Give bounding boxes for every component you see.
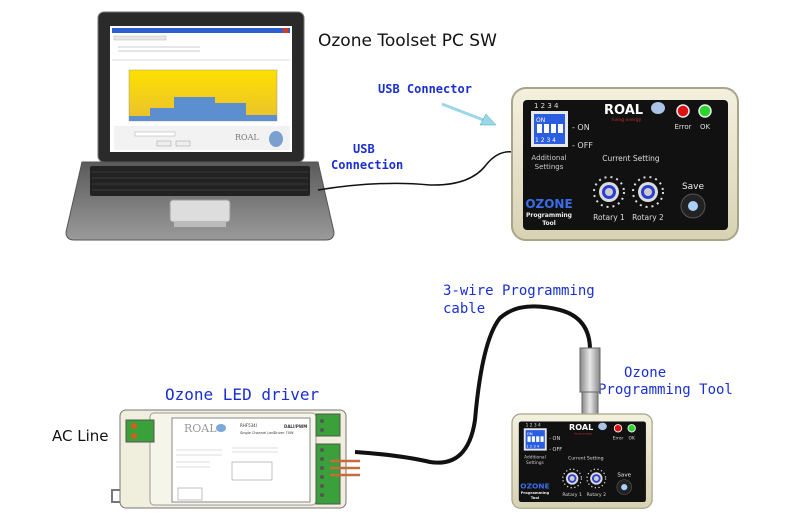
error-label: Error bbox=[613, 435, 624, 441]
cable-label-2: cable bbox=[443, 301, 485, 317]
programming-tool-large: 1 2 3 4 ON 1 2 3 4 - ON - OFF Additional… bbox=[511, 87, 739, 241]
led-driver-label: Ozone LED driver bbox=[165, 385, 319, 404]
driver-protocol: DALI/PWM bbox=[284, 424, 307, 429]
dip-bottom-numbers: 1 2 3 4 bbox=[526, 444, 540, 448]
usb-connection-label-2: Connection bbox=[331, 158, 403, 172]
rotary-2-label: Rotary 2 bbox=[632, 213, 664, 222]
save-button[interactable] bbox=[616, 479, 632, 495]
brand-tagline: living energy bbox=[574, 431, 592, 435]
brand-logo: ROAL bbox=[569, 423, 593, 432]
product-line-2: Tool bbox=[542, 220, 556, 227]
usb-connector-arrow bbox=[441, 102, 497, 126]
product-line-1: Programming bbox=[526, 212, 572, 219]
save-label: Save bbox=[617, 473, 631, 479]
product-name: OZONE bbox=[520, 481, 549, 490]
error-led-icon bbox=[676, 104, 690, 118]
save-button[interactable] bbox=[680, 193, 706, 219]
programming-tool-small: 1 2 3 4 ON 1 2 3 4 - ON - OFF Additional… bbox=[511, 413, 653, 509]
dip-switch[interactable] bbox=[523, 428, 547, 451]
dip-on-text: ON bbox=[527, 432, 533, 436]
current-setting-label: Current Setting bbox=[602, 154, 660, 163]
dip-numbers: 1 2 3 4 bbox=[534, 102, 559, 110]
brand-tagline: living energy bbox=[612, 117, 642, 123]
programming-cable bbox=[354, 304, 592, 465]
additional-settings-1: Additional bbox=[531, 154, 566, 162]
rotary-1-dial[interactable] bbox=[562, 468, 583, 489]
pc-software-label: Ozone Toolset PC SW bbox=[318, 31, 497, 51]
additional-settings-2: Settings bbox=[526, 460, 544, 466]
ok-label: OK bbox=[629, 435, 635, 441]
current-setting-label: Current Setting bbox=[568, 455, 604, 461]
ac-line-label: AC Line bbox=[52, 427, 109, 445]
pc-dimming-chart bbox=[128, 69, 278, 122]
rotary-1-label: Rotary 1 bbox=[562, 492, 582, 498]
cable-connector bbox=[579, 347, 601, 417]
tool-label-2: Programming Tool bbox=[598, 382, 733, 398]
driver-brand: ROAL bbox=[184, 422, 217, 435]
usb-connector-label: USB Connector bbox=[378, 82, 472, 96]
error-label: Error bbox=[674, 123, 691, 131]
rotary-1-label: Rotary 1 bbox=[593, 213, 625, 222]
tool-label-1: Ozone bbox=[624, 365, 666, 381]
brand-emblem-icon bbox=[598, 422, 607, 431]
rotary-2-dial[interactable] bbox=[632, 176, 664, 208]
on-label: - ON bbox=[549, 436, 560, 442]
product-line-2: Tool bbox=[531, 496, 539, 500]
driver-model: RHF534I bbox=[240, 423, 257, 428]
rotary-1-dial[interactable] bbox=[593, 176, 625, 208]
brand-emblem-icon bbox=[651, 102, 665, 114]
on-label: - ON bbox=[572, 123, 590, 132]
product-line-1: Programming bbox=[521, 491, 550, 495]
ok-label: OK bbox=[700, 123, 711, 131]
off-label: - OFF bbox=[572, 141, 593, 150]
product-name: OZONE bbox=[525, 197, 572, 211]
usb-cable bbox=[317, 151, 514, 191]
led-driver: ROAL RHF534I Single Channel LedDriver 70… bbox=[111, 409, 360, 509]
additional-settings-1: Additional bbox=[524, 455, 546, 461]
off-label: - OFF bbox=[549, 447, 562, 453]
save-label: Save bbox=[682, 182, 705, 192]
dip-on-text: ON bbox=[536, 117, 545, 124]
additional-settings-2: Settings bbox=[535, 163, 564, 171]
cable-label-1: 3-wire Programming bbox=[443, 283, 595, 299]
rotary-2-label: Rotary 2 bbox=[587, 492, 607, 498]
usb-connection-label-1: USB bbox=[353, 142, 375, 156]
brand-logo: ROAL bbox=[604, 103, 643, 118]
pc-software-window: ROAL bbox=[112, 28, 290, 150]
ok-led-icon bbox=[627, 424, 636, 433]
driver-type: Single Channel LedDriver 70W bbox=[240, 431, 294, 435]
laptop: ROAL bbox=[65, 11, 335, 241]
dip-numbers: 1 2 3 4 bbox=[526, 422, 541, 428]
dip-switch[interactable] bbox=[531, 111, 568, 147]
ok-led-icon bbox=[698, 104, 712, 118]
error-led-icon bbox=[613, 424, 623, 433]
svg-text:ROAL: ROAL bbox=[235, 133, 259, 142]
rotary-2-dial[interactable] bbox=[586, 468, 607, 489]
dip-bottom-numbers: 1 2 3 4 bbox=[535, 137, 556, 144]
